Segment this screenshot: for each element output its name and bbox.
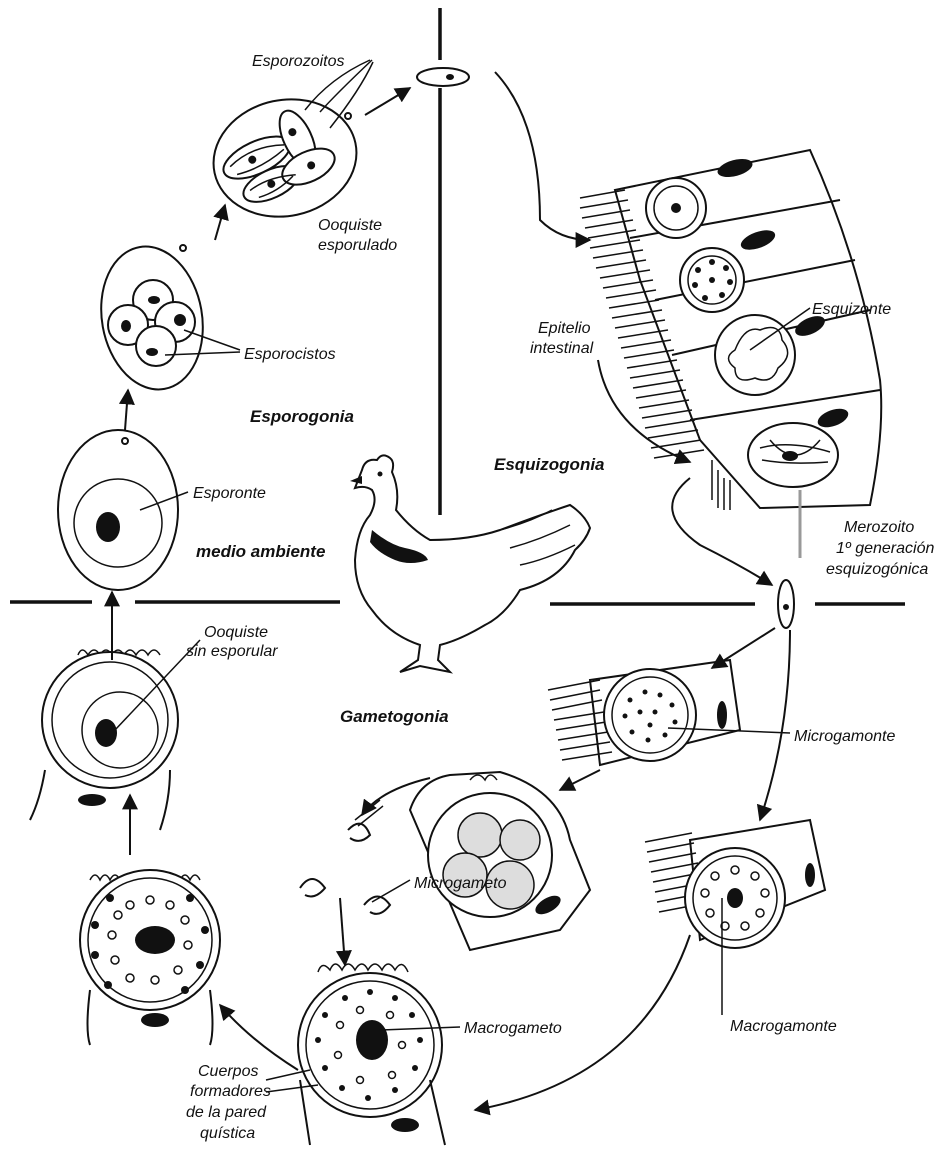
merozoite-cell xyxy=(778,580,794,628)
label-macrogameto: Macrogameto xyxy=(464,1020,562,1037)
microgamont-cell xyxy=(548,660,740,765)
label-merozoito-1: Merozoito xyxy=(844,519,914,536)
sporocysts-oocyst xyxy=(90,238,213,397)
label-ooquiste-sin-2: sin esporular xyxy=(186,643,278,660)
stage-esquizogonia: Esquizogonia xyxy=(494,455,605,474)
sporulated-oocyst xyxy=(203,86,368,229)
label-cuerpos-1: Cuerpos xyxy=(198,1063,258,1080)
unsporulated-oocyst-cell xyxy=(30,650,178,830)
label-merozoito-3: esquizogónica xyxy=(826,561,928,578)
label-microgameto: Microgameto xyxy=(414,875,507,892)
microgametes xyxy=(300,800,390,914)
structure-labels: Esporozoitos Ooquiste esporulado Esporoc… xyxy=(186,53,934,1142)
label-merozoito-2: 1º generación xyxy=(836,540,934,557)
label-esquizonte: Esquizonte xyxy=(812,301,891,318)
label-microgamonte: Microgamonte xyxy=(794,728,895,745)
label-cuerpos-2: formadores xyxy=(190,1083,271,1100)
label-cuerpos-3: de la pared xyxy=(186,1104,267,1121)
label-ooquiste-sin-1: Ooquiste xyxy=(204,624,268,641)
mature-microgamont-cell xyxy=(410,772,590,950)
intestinal-epithelium xyxy=(580,150,881,558)
label-macrogamonte: Macrogamonte xyxy=(730,1018,837,1035)
label-esporonte: Esporonte xyxy=(193,485,266,502)
macrogamete-cell xyxy=(298,964,445,1145)
label-epitelio-2: intestinal xyxy=(530,340,594,357)
sporozoite-cell xyxy=(417,68,469,86)
chicken-illustration xyxy=(350,455,590,672)
sporont-oocyst xyxy=(58,430,178,590)
stage-esporogonia: Esporogonia xyxy=(250,407,354,426)
label-cuerpos-4: quística xyxy=(200,1125,255,1142)
label-ooquiste-esporulado-1: Ooquiste xyxy=(318,217,382,234)
environment-label: medio ambiente xyxy=(196,542,325,561)
developing-oocyst-cell xyxy=(80,870,220,1045)
label-epitelio-1: Epitelio xyxy=(538,320,591,337)
stage-gametogonia: Gametogonia xyxy=(340,707,449,726)
label-esporozoitos: Esporozoitos xyxy=(252,53,345,70)
label-ooquiste-esporulado-2: esporulado xyxy=(318,237,397,254)
label-esporocistos: Esporocistos xyxy=(244,346,336,363)
macrogamont-cell xyxy=(645,820,825,948)
